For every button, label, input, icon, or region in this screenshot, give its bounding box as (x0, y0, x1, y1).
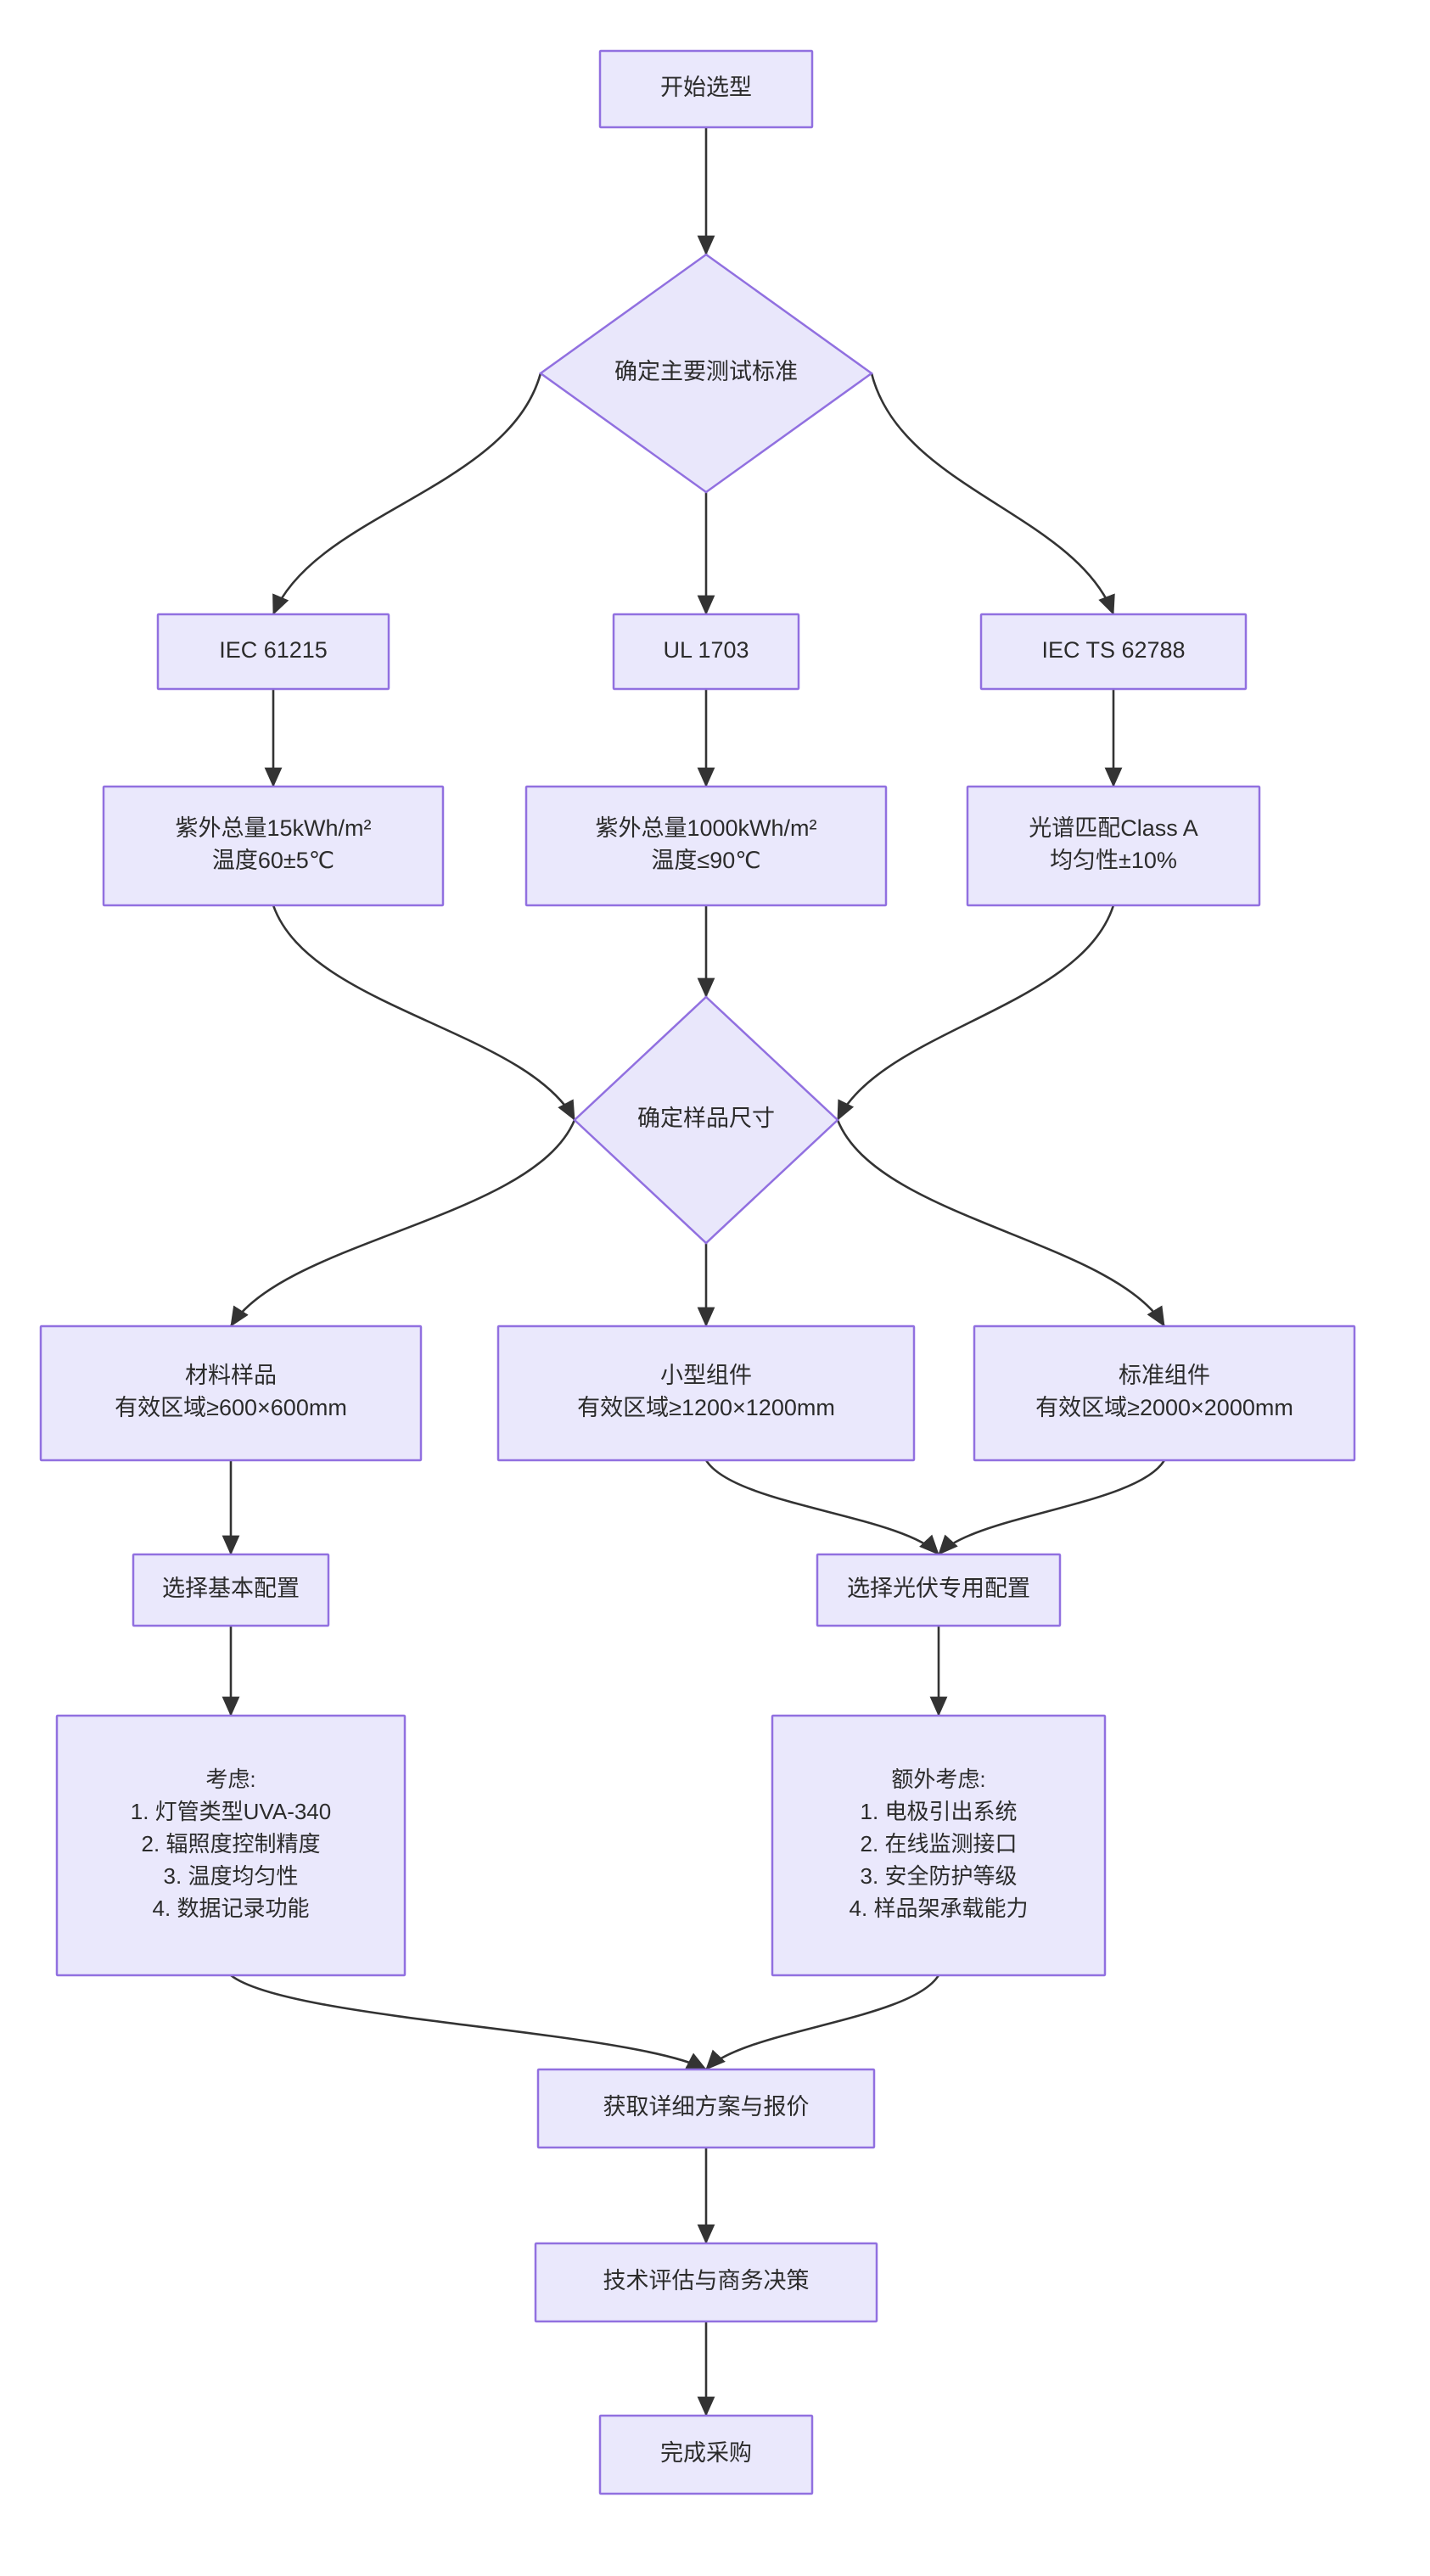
node-shape-rect (771, 1714, 1107, 1977)
node-std_ul1703[interactable]: UL 1703 (612, 613, 800, 691)
node-shape-rect (39, 1324, 423, 1462)
node-shape-rect (979, 613, 1248, 691)
node-label-param_ts62788-line-1: 光谱匹配Class A (1029, 815, 1198, 841)
node-label-consider_extra-line-2: 1. 电极引出系统 (861, 1799, 1018, 1824)
node-label-std_iec61215-line-1: IEC 61215 (219, 637, 328, 663)
node-label-size_material-line-1: 材料样品 (185, 1363, 277, 1388)
node-label-consider_basic-line-4: 3. 温度均匀性 (164, 1863, 299, 1889)
edge-layer (222, 127, 1166, 2417)
node-label-get_quote-line-1: 获取详细方案与报价 (603, 2094, 810, 2120)
node-shape-rect (132, 1553, 330, 1627)
node-label-decide_std-line-1: 确定主要测试标准 (614, 359, 798, 384)
node-label-size_small-line-2: 有效区域≥1200×1200mm (577, 1395, 835, 1420)
edge-param_ts62788-to-decide_size (836, 904, 1115, 1121)
node-shape-rect (816, 1553, 1062, 1627)
edge-decide_size-to-size_standard (836, 1119, 1166, 1327)
edge-size_standard-to-config_pv (938, 1459, 1166, 1555)
edge-decide_size-to-size_material (229, 1119, 576, 1327)
node-label-consider_basic-line-2: 1. 灯管类型UVA-340 (131, 1799, 331, 1824)
node-std_iec61215[interactable]: IEC 61215 (156, 613, 390, 691)
node-shape-rect (966, 785, 1261, 907)
node-label-finish-line-1: 完成采购 (660, 2440, 752, 2466)
node-shape-rect (102, 785, 445, 907)
node-label-consider_extra-line-3: 2. 在线监测接口 (861, 1831, 1018, 1856)
node-start[interactable]: 开始选型 (598, 49, 814, 129)
node-label-config_pv-line-1: 选择光伏专用配置 (847, 1576, 1030, 1601)
edge-size_small-to-config_pv (704, 1459, 939, 1555)
node-label-param_ts62788-line-2: 均匀性±10% (1050, 848, 1177, 873)
node-std_iects62788[interactable]: IEC TS 62788 (979, 613, 1248, 691)
node-decide_std[interactable]: 确定主要测试标准 (538, 253, 874, 494)
node-shape-rect (598, 49, 814, 129)
node-label-param_ul1703-line-1: 紫外总量1000kWh/m² (595, 815, 816, 841)
edge-decide_std-to-std_iec61215 (272, 372, 542, 615)
node-label-consider_basic-line-5: 4. 数据记录功能 (153, 1896, 310, 1921)
edge-decide_std-to-std_iects62788 (870, 372, 1115, 615)
node-label-consider_basic-line-3: 2. 辐照度控制精度 (142, 1831, 321, 1856)
node-label-size_standard-line-2: 有效区域≥2000×2000mm (1035, 1395, 1293, 1420)
node-label-config_basic-line-1: 选择基本配置 (162, 1576, 300, 1601)
node-label-param_ul1703-line-2: 温度≤90℃ (651, 848, 760, 873)
node-shape-rect (973, 1324, 1356, 1462)
node-shape-rect (534, 2242, 878, 2323)
node-get_quote[interactable]: 获取详细方案与报价 (536, 2068, 876, 2149)
node-finish[interactable]: 完成采购 (598, 2414, 814, 2495)
node-label-std_iects62788-line-1: IEC TS 62788 (1041, 637, 1185, 663)
node-label-consider_extra-line-5: 4. 样品架承载能力 (850, 1896, 1029, 1921)
node-label-start-line-1: 开始选型 (660, 75, 752, 100)
node-evaluate[interactable]: 技术评估与商务决策 (534, 2242, 878, 2323)
node-label-param_iec61215-line-1: 紫外总量15kWh/m² (175, 815, 371, 841)
node-label-consider_basic-line-1: 考虑: (205, 1767, 255, 1792)
edge-param_iec61215-to-decide_size (272, 904, 576, 1121)
node-consider_extra[interactable]: 额外考虑: 1. 电极引出系统 2. 在线监测接口 3. 安全防护等级 4. 样品架承载… (771, 1714, 1107, 1977)
node-label-consider_extra-line-4: 3. 安全防护等级 (861, 1863, 1018, 1889)
node-shape-diamond (573, 995, 839, 1245)
node-label-size_material-line-2: 有效区域≥600×600mm (115, 1395, 347, 1420)
node-shape-rect (496, 1324, 916, 1462)
node-config_pv[interactable]: 选择光伏专用配置 (816, 1553, 1062, 1627)
node-config_basic[interactable]: 选择基本配置 (132, 1553, 330, 1627)
node-consider_basic[interactable]: 考虑: 1. 灯管类型UVA-340 2. 辐照度控制精度 3. 温度均匀性 4. 数据… (55, 1714, 407, 1977)
node-decide_size[interactable]: 确定样品尺寸 (573, 995, 839, 1245)
node-shape-rect (55, 1714, 407, 1977)
node-label-size_standard-line-1: 标准组件 (1119, 1363, 1210, 1388)
node-label-decide_size-line-1: 确定样品尺寸 (637, 1106, 775, 1131)
node-label-param_iec61215-line-2: 温度60±5℃ (212, 848, 334, 873)
node-label-std_ul1703-line-1: UL 1703 (663, 637, 749, 663)
node-label-size_small-line-1: 小型组件 (660, 1363, 752, 1388)
node-shape-rect (524, 785, 888, 907)
node-shape-rect (156, 613, 390, 691)
node-param_iec61215[interactable]: 紫外总量15kWh/m² 温度60±5℃ (102, 785, 445, 907)
node-shape-rect (612, 613, 800, 691)
node-label-evaluate-line-1: 技术评估与商务决策 (603, 2268, 810, 2293)
node-shape-rect (598, 2414, 814, 2495)
node-param_ts62788[interactable]: 光谱匹配Class A 均匀性±10% (966, 785, 1261, 907)
node-param_ul1703[interactable]: 紫外总量1000kWh/m² 温度≤90℃ (524, 785, 888, 907)
node-shape-rect (536, 2068, 876, 2149)
node-label-consider_extra-line-1: 额外考虑: (891, 1767, 985, 1792)
edge-consider_basic-to-get_quote (230, 1974, 707, 2071)
node-shape-diamond (538, 253, 874, 494)
edge-consider_extra-to-get_quote (705, 1974, 940, 2070)
